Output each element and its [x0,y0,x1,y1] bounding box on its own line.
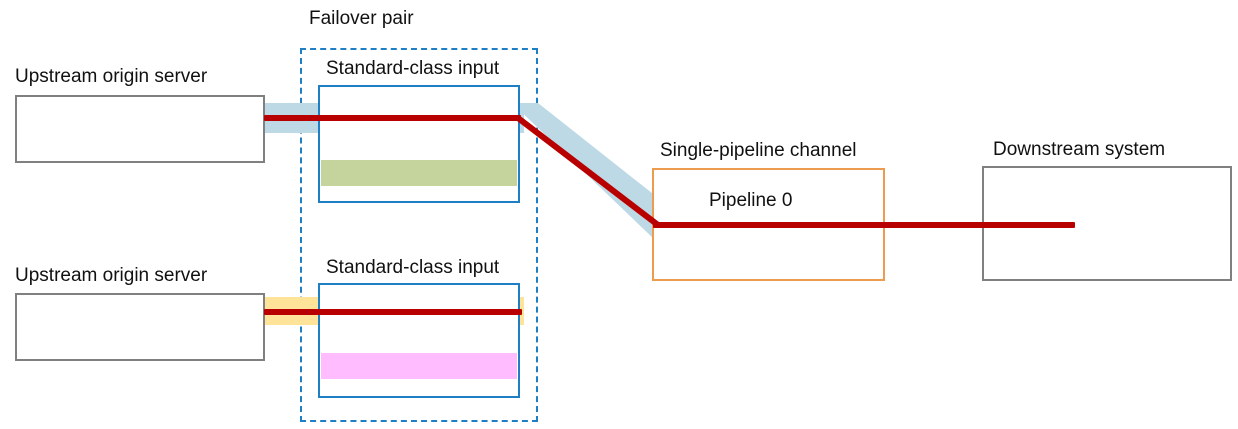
red-flow-line-top-horizontal [264,115,521,121]
standard-class-input-bottom-box [318,283,520,398]
standard-class-input-bottom-pink-band [321,353,517,379]
downstream-system-label: Downstream system [993,139,1166,160]
single-pipeline-channel-label: Single-pipeline channel [660,140,857,161]
upstream-origin-server-top-box [15,95,265,163]
failover-pair-title: Failover pair [309,8,414,29]
upstream-origin-server-bottom-label: Upstream origin server [15,265,208,286]
upstream-origin-server-bottom-box [15,293,265,361]
upstream-origin-server-top-label: Upstream origin server [15,66,208,87]
standard-class-input-top-label: Standard-class input [326,58,500,79]
pipeline-0-label: Pipeline 0 [709,190,793,211]
standard-class-input-top-green-band [321,160,517,186]
red-flow-line-pipeline-to-downstream [653,222,1075,228]
red-flow-line-bottom-horizontal [264,309,522,315]
standard-class-input-bottom-label: Standard-class input [326,257,500,278]
